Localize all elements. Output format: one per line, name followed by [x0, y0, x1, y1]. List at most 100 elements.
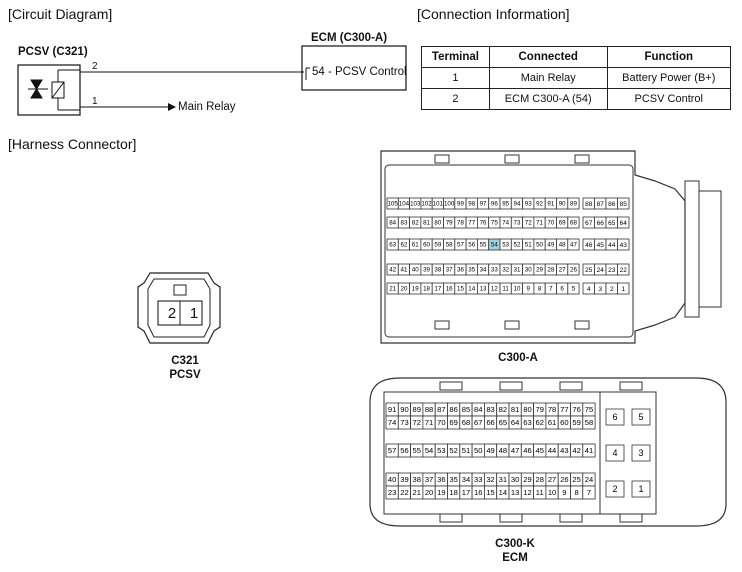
connector-pin	[617, 282, 630, 295]
connector-pin-label: 97	[480, 201, 487, 208]
cell-terminal: 2	[421, 88, 490, 110]
connector-pin-label: 5	[638, 412, 643, 422]
connector-pin-label: 1	[621, 286, 625, 293]
connector-pin-label: 33	[474, 475, 482, 484]
connector-pin-label: 12	[491, 286, 498, 293]
connector-pin-label: 50	[474, 446, 482, 455]
connector-pin-label: 56	[468, 242, 475, 249]
harness-connector-title: [Harness Connector]	[8, 136, 137, 152]
connector-pin-label: 4	[612, 448, 617, 458]
connector-pin-label: 31	[499, 475, 507, 484]
c321-pin: 1	[189, 305, 199, 322]
connector-pin-label: 11	[536, 488, 544, 497]
connector-pin-label: 44	[548, 446, 556, 455]
connector-pin-label: 44	[608, 242, 616, 249]
connector-pin-label: 77	[560, 405, 568, 414]
connector-pin-label: 66	[597, 220, 605, 227]
connector-pin-label: 84	[474, 405, 482, 414]
table-row: 2 ECM C300-A (54) PCSV Control	[421, 88, 732, 110]
connector-pin-label: 8	[575, 488, 579, 497]
connector-pin	[567, 216, 580, 229]
connector-pin-label: 21	[413, 488, 421, 497]
connector-pin-label: 67	[474, 418, 482, 427]
connector-pin-label: 7	[587, 488, 591, 497]
connector-pin	[617, 263, 630, 276]
connector-pin-label: 79	[446, 220, 453, 227]
connector-pin-label: 88	[425, 405, 433, 414]
connector-pin-label: 8	[538, 286, 542, 293]
cell-terminal: 1	[421, 67, 490, 89]
connector-pin-label: 78	[548, 405, 556, 414]
circuit-diagram	[17, 45, 407, 116]
connector-pin-label: 96	[491, 201, 498, 208]
connector-pin	[617, 238, 630, 251]
connector-pin-label: 88	[585, 201, 593, 208]
connector-pin-label: 37	[446, 267, 453, 274]
connector-pin-label: 52	[514, 242, 521, 249]
connector-pin-label: 91	[388, 405, 396, 414]
connector-pin-label: 64	[511, 418, 519, 427]
connector-pin-label: 17	[434, 286, 441, 293]
connector-pin-label: 18	[423, 286, 430, 293]
connection-table: Terminal Connected Function 1 Main Relay…	[421, 46, 732, 110]
connector-pin	[582, 415, 596, 430]
connector-pin-label: 28	[547, 267, 554, 274]
connector-pin-label: 98	[468, 201, 475, 208]
connector-pin-label: 13	[480, 286, 487, 293]
connector-pin-label: 16	[446, 286, 453, 293]
connector-pin-label: 48	[499, 446, 507, 455]
connector-pin-label: 3	[638, 448, 643, 458]
connector-pin-label: 30	[511, 475, 519, 484]
connector-pin-label: 19	[437, 488, 445, 497]
connector-pin-label: 90	[559, 201, 566, 208]
connector-pin-label: 95	[502, 201, 509, 208]
c321-sublabel: PCSV	[169, 369, 201, 381]
table-header-row: Terminal Connected Function	[421, 46, 732, 68]
connector-pin-label: 61	[548, 418, 556, 427]
connector-pin-label: 83	[486, 405, 494, 414]
connector-pin-label: 12	[523, 488, 531, 497]
connector-pin-label: 65	[499, 418, 507, 427]
wire-pin2-number: 2	[92, 61, 98, 72]
connector-pin-label: 63	[389, 242, 396, 249]
connector-pin	[631, 408, 651, 426]
connector-pin-label: 30	[525, 267, 532, 274]
connector-pin-label: 59	[572, 418, 580, 427]
connector-pin-label: 71	[425, 418, 433, 427]
connector-pin-label: 55	[413, 446, 421, 455]
connector-pin-label: 53	[502, 242, 509, 249]
connector-pin-label: 32	[486, 475, 494, 484]
connector-pin-label: 87	[597, 201, 605, 208]
connector-pin-label: 83	[401, 220, 408, 227]
c321-connector	[137, 272, 221, 344]
connector-pin-label: 86	[449, 405, 457, 414]
connector-pin-label: 45	[536, 446, 544, 455]
connector-pin-label: 91	[547, 201, 554, 208]
connector-pin-label: 14	[499, 488, 507, 497]
connector-pin-label: 54	[491, 242, 498, 249]
connector-pin	[567, 197, 580, 210]
connector-pin	[617, 216, 630, 229]
connector-pin-label: 72	[413, 418, 421, 427]
connector-pin-label: 7	[549, 286, 553, 293]
connector-pin-label: 39	[400, 475, 408, 484]
connector-pin-label: 64	[620, 220, 628, 227]
connector-pin-label: 35	[468, 267, 475, 274]
wire-pin1-number: 1	[92, 96, 98, 107]
connector-pin-label: 68	[570, 220, 577, 227]
connector-pin-label: 76	[572, 405, 580, 414]
connector-pin-label: 78	[457, 220, 464, 227]
header-connected: Connected	[488, 46, 608, 68]
connector-pin	[582, 443, 596, 458]
connector-pin	[617, 197, 630, 210]
cell-function: PCSV Control	[606, 88, 732, 110]
connector-pin-label: 75	[585, 405, 593, 414]
connector-pin-label: 22	[620, 267, 628, 274]
connector-pin-label: 9	[527, 286, 531, 293]
table-row: 1 Main Relay Battery Power (B+)	[421, 67, 732, 89]
connector-pin-label: 29	[536, 267, 543, 274]
connector-pin-label: 46	[585, 242, 593, 249]
connector-pin-label: 57	[457, 242, 464, 249]
connector-pin-label: 33	[491, 267, 498, 274]
connector-pin-label: 36	[457, 267, 464, 274]
